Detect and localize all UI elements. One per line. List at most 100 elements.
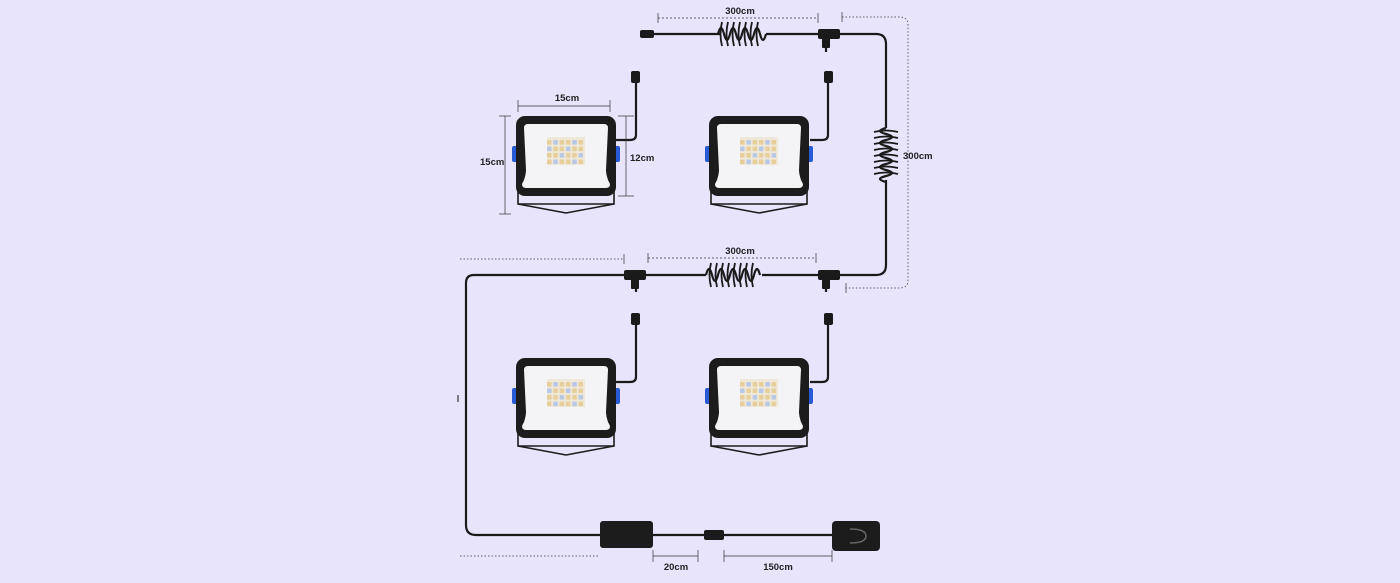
- label-cable-middle: 300cm: [725, 246, 755, 257]
- led-chip: [572, 401, 577, 407]
- led-chip: [752, 388, 758, 394]
- led-chip: [547, 146, 552, 152]
- led-chip: [752, 159, 758, 165]
- dimension-lines: [457, 12, 909, 562]
- led-chip: [559, 159, 565, 165]
- label-light-height: 15cm: [480, 157, 504, 168]
- led-chip: [765, 153, 770, 158]
- led-chip: [740, 395, 745, 400]
- wall-plug: [832, 521, 880, 551]
- led-chip: [740, 388, 745, 394]
- led-chip: [758, 146, 764, 152]
- led-chip: [559, 401, 565, 407]
- led-chip: [553, 401, 558, 407]
- led-chip: [765, 146, 770, 152]
- led-chip: [572, 382, 577, 387]
- led-chip: [553, 140, 558, 145]
- led-chip: [740, 140, 745, 145]
- led-chip: [547, 140, 552, 145]
- led-chip: [765, 382, 770, 387]
- led-chip: [559, 146, 565, 152]
- led-chip: [572, 388, 577, 394]
- led-chip: [746, 146, 751, 152]
- led-chip: [758, 395, 764, 400]
- led-chip: [758, 388, 764, 394]
- label-adapter-cable: 20cm: [664, 562, 688, 573]
- led-chip: [758, 159, 764, 165]
- led-chip: [771, 140, 777, 145]
- led-chip: [765, 159, 770, 165]
- led-chip: [771, 388, 777, 394]
- led-chip: [752, 395, 758, 400]
- led-chip: [559, 140, 565, 145]
- led-chip: [578, 382, 584, 387]
- led-chip: [758, 140, 764, 145]
- led-chip: [565, 159, 571, 165]
- led-chip: [746, 395, 751, 400]
- led-chip: [746, 153, 751, 158]
- led-chip: [765, 395, 770, 400]
- led-chip: [765, 401, 770, 407]
- led-chip: [578, 401, 584, 407]
- led-chip: [559, 395, 565, 400]
- led-chip: [578, 159, 584, 165]
- led-chip: [565, 395, 571, 400]
- led-chip: [746, 140, 751, 145]
- led-chip: [740, 382, 745, 387]
- led-chip: [740, 401, 745, 407]
- led-chip: [752, 140, 758, 145]
- cable-connectors: [624, 29, 840, 540]
- led-chip: [758, 382, 764, 387]
- led-chip: [758, 401, 764, 407]
- led-chip: [553, 382, 558, 387]
- power-adapter: [600, 521, 653, 548]
- led-chip: [553, 153, 558, 158]
- led-chip: [547, 388, 552, 394]
- led-chip: [740, 153, 745, 158]
- led-chip: [559, 382, 565, 387]
- label-cable-right: 300cm: [903, 151, 933, 162]
- led-chip: [578, 388, 584, 394]
- led-chip: [771, 401, 777, 407]
- led-chip: [553, 388, 558, 394]
- led-chip: [771, 395, 777, 400]
- led-chip: [547, 382, 552, 387]
- flood-light-4: [704, 357, 814, 456]
- led-chip: [752, 153, 758, 158]
- coil-right: [873, 126, 899, 184]
- led-chip: [752, 382, 758, 387]
- led-chip: [547, 395, 552, 400]
- led-chip: [771, 146, 777, 152]
- led-chip: [752, 146, 758, 152]
- led-chip: [565, 401, 571, 407]
- flood-light-3: [511, 357, 621, 456]
- led-chip: [547, 153, 552, 158]
- flood-light-2: [704, 115, 814, 214]
- coil-middle: [704, 262, 762, 288]
- led-chip: [565, 388, 571, 394]
- led-chip: [553, 159, 558, 165]
- led-chip: [559, 388, 565, 394]
- label-cable-top: 300cm: [725, 6, 755, 17]
- led-chip: [746, 388, 751, 394]
- led-chip: [771, 382, 777, 387]
- label-light-width: 15cm: [555, 93, 579, 104]
- led-chip: [572, 159, 577, 165]
- led-chip: [547, 159, 552, 165]
- led-chip: [746, 159, 751, 165]
- led-chip: [565, 382, 571, 387]
- led-chip: [565, 146, 571, 152]
- led-chip: [553, 395, 558, 400]
- led-chip: [765, 388, 770, 394]
- led-chip: [572, 146, 577, 152]
- flood-light-1: [511, 115, 621, 214]
- led-chip: [572, 140, 577, 145]
- led-chip: [578, 140, 584, 145]
- led-chip: [547, 401, 552, 407]
- led-chip: [740, 146, 745, 152]
- led-chip: [553, 146, 558, 152]
- label-light-body: 12cm: [630, 153, 654, 164]
- led-chip: [746, 401, 751, 407]
- led-chip: [565, 140, 571, 145]
